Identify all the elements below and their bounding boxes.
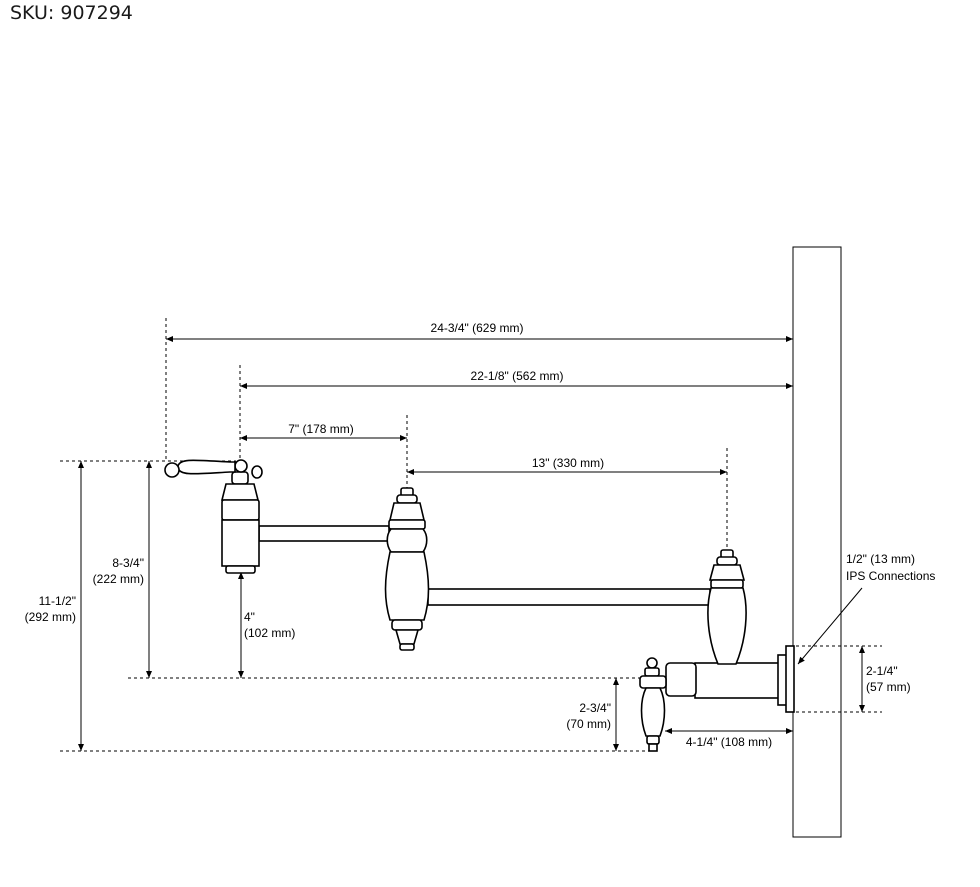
handle-height-in-label: 8-3/4" [112, 556, 144, 570]
first-arm [258, 525, 390, 542]
valve-handle [639, 657, 667, 752]
wall-swivel-body [707, 549, 747, 665]
spout-drop-in-label: 4" [244, 610, 255, 624]
valve-projection-label: 4-1/4" (108 mm) [686, 735, 772, 749]
spout-width-label: 22-1/8" (562 mm) [471, 369, 564, 383]
connection-type-label: IPS Connections [846, 569, 935, 583]
overall-height-in-label: 11-1/2" [39, 594, 76, 608]
pot-filler-faucet [164, 459, 795, 752]
valve-collar [665, 662, 697, 697]
overall-width-label: 24-3/4" (629 mm) [431, 321, 524, 335]
flange-outer [785, 645, 795, 713]
flange-height-mm-label: (57 mm) [866, 680, 911, 694]
second-arm [427, 588, 711, 606]
flange-height-in-label: 2-1/4" [866, 664, 898, 678]
valve-height-in-label: 2-3/4" [579, 701, 611, 715]
sku-label: SKU: 907294 [10, 2, 133, 24]
connection-size-label: 1/2" (13 mm) [846, 552, 915, 566]
spout-end [220, 471, 260, 574]
valve-height-mm-label: (70 mm) [566, 717, 611, 731]
top-lever-handle [164, 459, 263, 479]
spout-drop-mm-label: (102 mm) [244, 626, 295, 640]
handle-height-mm-label: (222 mm) [93, 572, 144, 586]
overall-height-mm-label: (292 mm) [25, 610, 76, 624]
middle-joint-body [384, 487, 430, 651]
valve-pipe [694, 662, 780, 699]
second-arm-label: 13" (330 mm) [532, 456, 604, 470]
wall [792, 246, 842, 838]
first-arm-label: 7" (178 mm) [288, 422, 354, 436]
leader-ips-connection [797, 587, 863, 665]
